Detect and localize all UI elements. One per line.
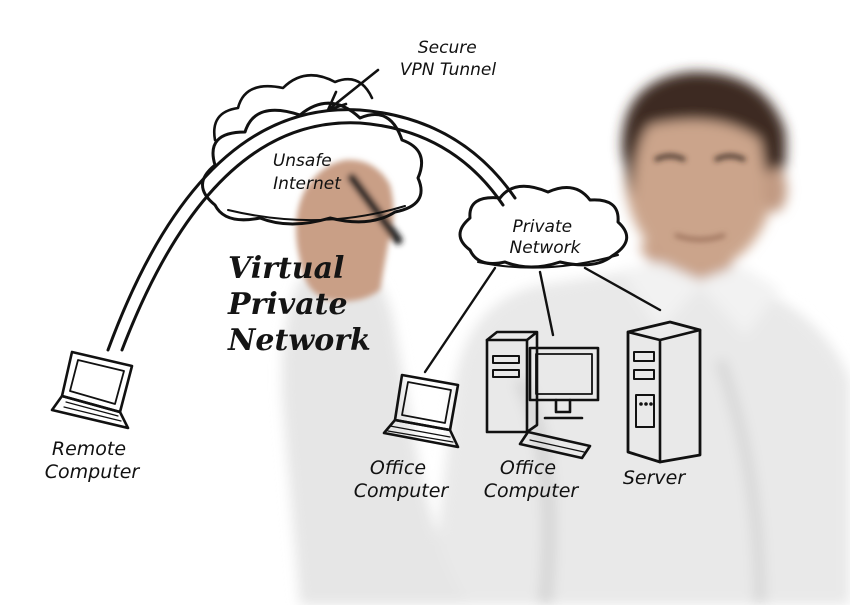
office-desktop-icon: [485, 330, 600, 460]
server-icon: [626, 320, 702, 464]
office-laptop-icon: [382, 373, 460, 449]
internet-cloud: [201, 74, 423, 226]
office-computer-2-label: Office Computer: [484, 457, 580, 502]
private-network-cloud: [458, 184, 629, 269]
internet-label: Unsafe Internet: [273, 151, 342, 194]
network-links: [423, 266, 662, 374]
tunnel-label: Secure VPN Tunnel: [400, 38, 496, 80]
server-label: Server: [623, 467, 686, 489]
diagram-title: Virtual Private Network: [227, 251, 371, 358]
remote-laptop-icon: [50, 350, 134, 430]
private-network-label: Private Network: [510, 217, 582, 258]
remote-computer-label: Remote Computer: [45, 438, 141, 483]
vpn-tunnel-arc: [106, 108, 517, 352]
background-person-photo: [282, 71, 850, 605]
office-computer-1-label: Office Computer: [354, 457, 450, 502]
